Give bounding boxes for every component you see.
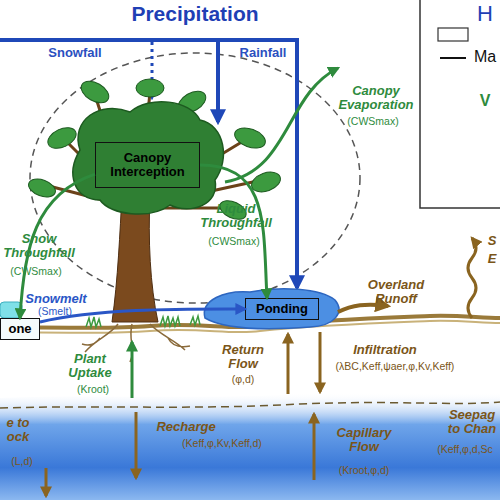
groundwater-zone: [0, 392, 500, 500]
leaf: [136, 79, 164, 97]
leaf: [249, 168, 283, 195]
evaporation-arrow: [225, 68, 338, 182]
flux-label: e to ock: [2, 416, 34, 445]
tree-canopy: [73, 102, 223, 214]
zone-box: one: [0, 318, 40, 340]
box-text: Canopy Interception: [96, 151, 199, 180]
legend-sample: [440, 57, 466, 59]
parameter-text: (Kroot,φ,d): [324, 465, 404, 477]
flux-label: Precipitation: [110, 2, 280, 25]
edge-label: Snowmelt: [24, 292, 88, 306]
flux-label: E: [484, 252, 500, 266]
flux-label: Return Flow: [212, 343, 274, 372]
flux-label: Seepag to Chan: [444, 408, 500, 437]
legend-frame: [420, 0, 500, 208]
parameter-text: (φ,d): [218, 374, 268, 386]
flux-label: Plant Uptake: [60, 352, 120, 381]
process-box: Canopy Interception: [95, 142, 200, 188]
parameter-text: (CWSmax): [204, 236, 264, 248]
leaf: [26, 176, 58, 201]
parameter-text: (Keff,φ,Kv,Keff,d): [142, 438, 302, 450]
flux-label: Capillary Flow: [326, 426, 402, 455]
recharge-arrow: [135, 412, 138, 478]
legend-text: Ma: [470, 48, 500, 66]
water-table-line: [0, 402, 500, 408]
parameter-text: (CWSmax): [6, 266, 66, 278]
process-box: Ponding: [245, 298, 319, 320]
parameter-text: (λBC,Keff,ψaer,φ,Kv,Keff): [300, 361, 490, 373]
flux-label: S: [484, 234, 500, 248]
parameter-text: (Smelt): [30, 306, 80, 318]
infiltration-arrow: [319, 332, 322, 392]
flux-label: Recharge: [146, 420, 226, 434]
edge-label: Snow Throughfall: [2, 232, 76, 261]
snowpack: [0, 302, 22, 318]
return-flow-arrow: [287, 334, 290, 394]
parameter-text: (L,d): [2, 456, 42, 468]
canopy-outline: [30, 53, 360, 303]
leaf: [232, 124, 268, 152]
capillary-arrow: [313, 414, 316, 480]
flux-label: Canopy Evaporation: [332, 84, 420, 113]
leaf: [78, 77, 113, 108]
edge-label: Liquid Throughfall: [200, 202, 272, 231]
flux-label: Infiltration: [340, 343, 430, 357]
grass: [86, 316, 200, 327]
uptake-arrow: [131, 342, 134, 398]
box-text: one: [8, 322, 31, 336]
legend-heading: H: [470, 2, 500, 26]
soil-evaporation-arrow: [468, 238, 476, 318]
leakage-arrow: [45, 468, 48, 496]
flow-connector: [20, 174, 95, 318]
parameter-text: (CWSmax): [338, 116, 408, 128]
flux-label: Snowfall: [40, 46, 110, 60]
flux-label: Rainfall: [228, 46, 298, 60]
flow-connector: [200, 165, 267, 298]
box-text: Ponding: [256, 302, 308, 316]
rainfall-arrow: [216, 42, 220, 122]
parameter-text: (Kroot): [68, 384, 118, 396]
parameter-text: (Keff,φ,d,Sc: [432, 444, 498, 456]
legend-sample: [438, 28, 468, 41]
flow-connector: [40, 309, 245, 322]
leaf: [45, 124, 80, 153]
legend-text: V: [470, 92, 500, 110]
flux-label: Overland Runoff: [360, 278, 432, 307]
ponding-water: [204, 289, 338, 329]
